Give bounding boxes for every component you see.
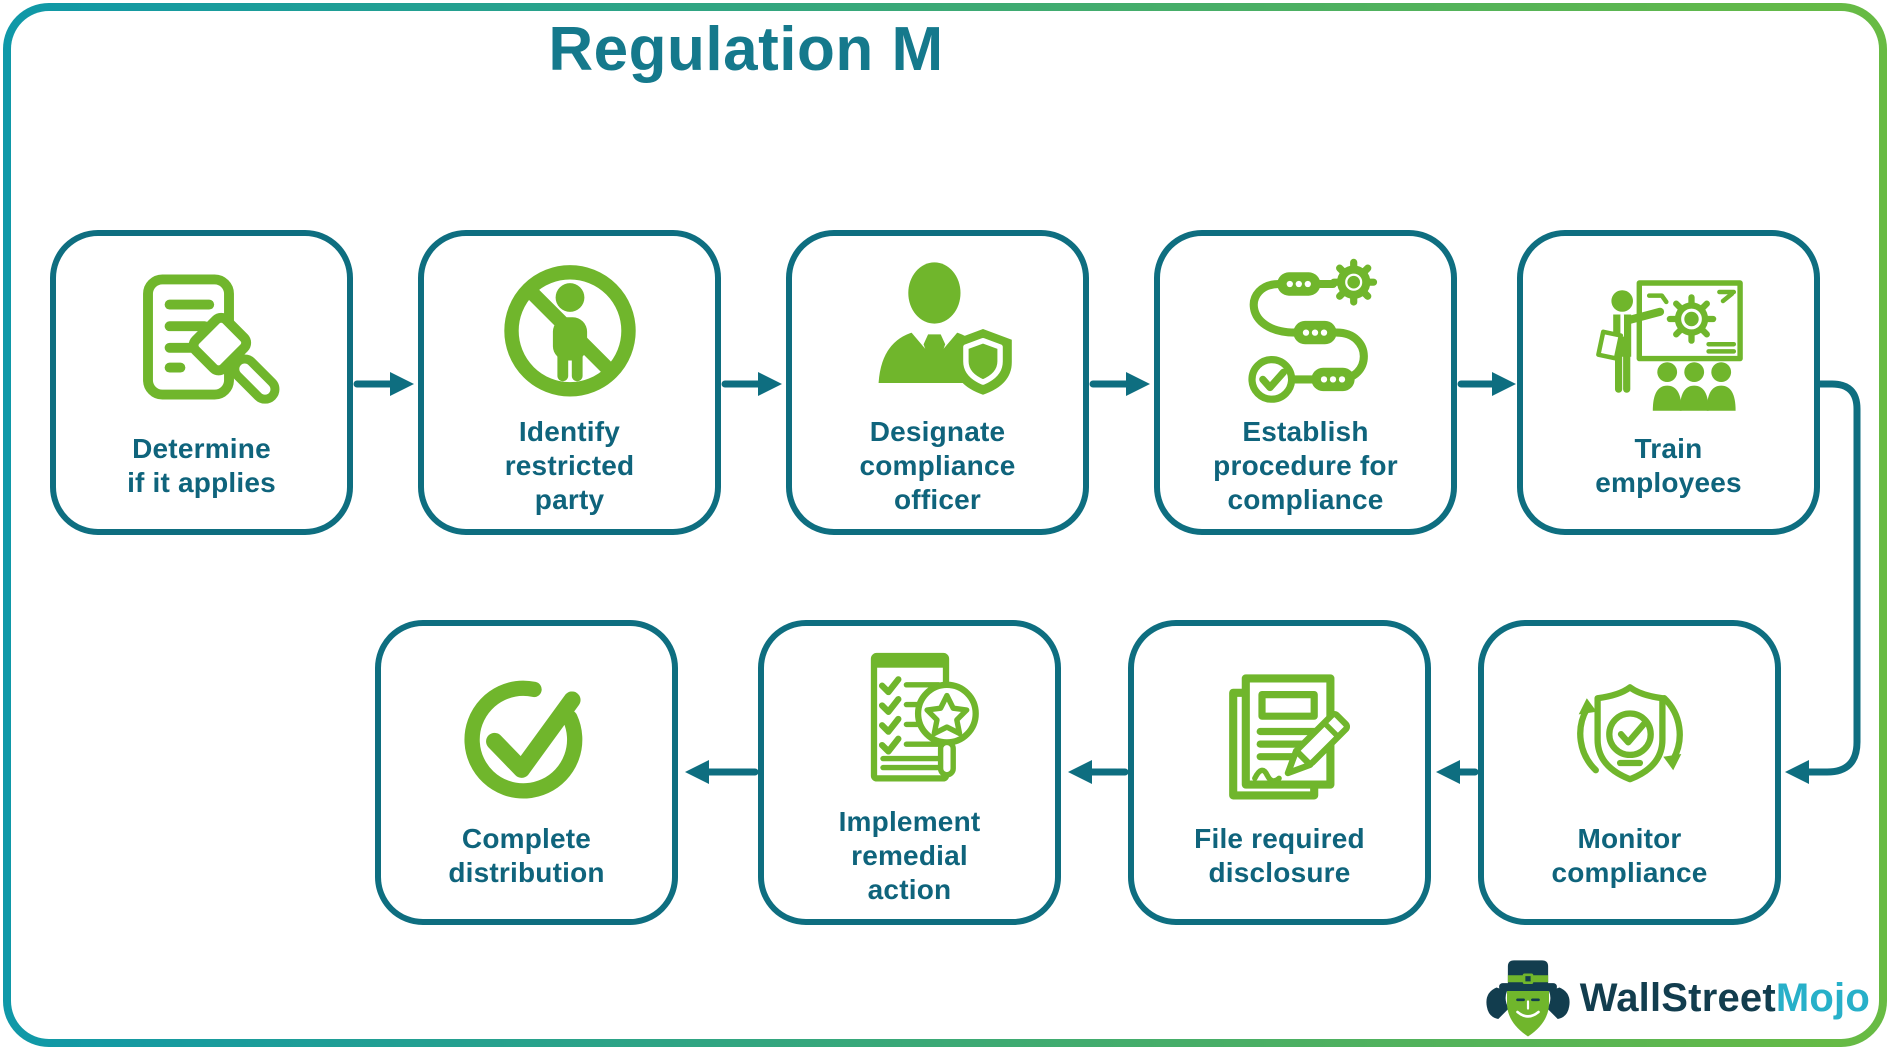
wallstreetmojo-mascot-icon bbox=[1486, 960, 1570, 1037]
shield-monitor-icon bbox=[1576, 684, 1683, 783]
compliance-officer-icon bbox=[878, 262, 1012, 395]
page-title: Regulation M bbox=[548, 15, 944, 84]
wallstreetmojo-logo: WallStreetMojo bbox=[1484, 956, 1870, 1040]
training-presentation-icon bbox=[1595, 280, 1743, 411]
logo-wordmark: WallStreetMojo bbox=[1580, 976, 1870, 1021]
document-gavel-icon bbox=[142, 274, 279, 404]
logo-text-primary: WallStreet bbox=[1579, 975, 1776, 1020]
procedure-gear-icon bbox=[1247, 258, 1377, 403]
no-person-icon bbox=[503, 264, 636, 397]
logo-text-accent: Mojo bbox=[1775, 975, 1870, 1020]
checklist-magnifier-icon bbox=[870, 652, 979, 782]
check-circle-icon bbox=[463, 680, 582, 799]
document-pencil-icon bbox=[1228, 674, 1350, 800]
